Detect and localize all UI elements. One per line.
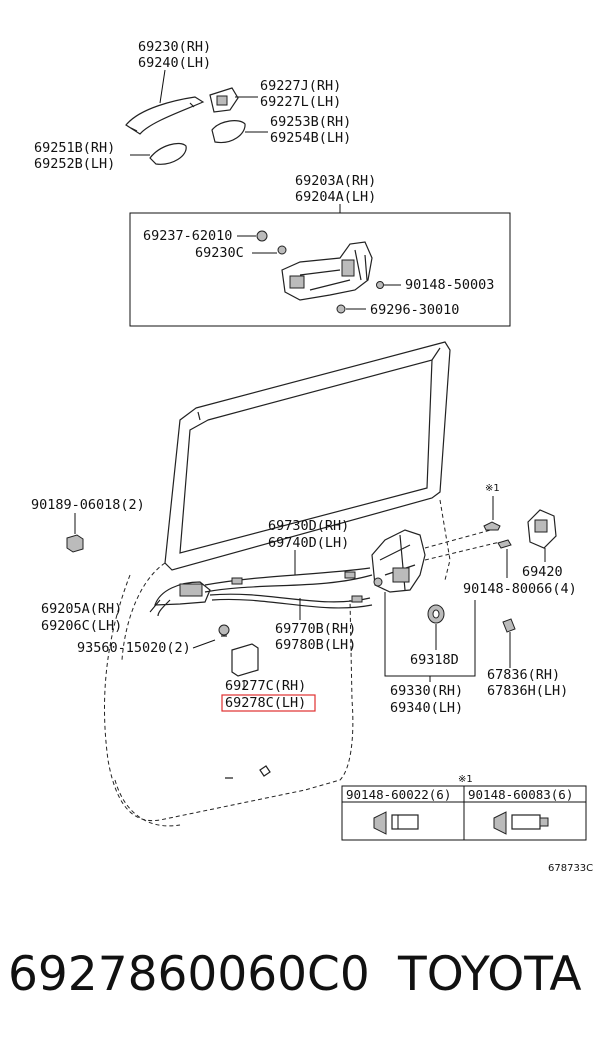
label-69780B: 69780B(LH)	[275, 637, 356, 653]
label-69318D: 69318D	[410, 652, 459, 668]
handle-pad-part	[211, 120, 246, 144]
label-69203A: 69203A(RH)	[295, 173, 376, 189]
screw-star1-part	[483, 521, 501, 531]
table-col1-header: 90148-60022(6)	[346, 787, 451, 802]
lock-control-group: 69203A(RH) 69204A(LH) 69237-62010 69230C…	[129, 173, 511, 327]
diagram-id: 678733C	[548, 863, 593, 874]
label-90148-80066: 90148-80066(4)	[463, 581, 577, 597]
highlight-box	[221, 694, 316, 712]
screw-90148-80066-part	[497, 539, 512, 549]
label-69240: 69240(LH)	[138, 55, 211, 71]
label-69251B: 69251B(RH)	[34, 140, 115, 156]
left-parts-group: 90189-06018(2) 69205A(RH) 69206C(LH) 935…	[31, 497, 316, 712]
label-69252B: 69252B(LH)	[34, 156, 115, 172]
label-69278C: 69278C(LH)	[225, 695, 306, 711]
label-69230: 69230(RH)	[138, 39, 211, 55]
label-69740D: 69740D(LH)	[268, 535, 349, 551]
fastener-table: ※1 90148-60022(6) 90148-60083(6)	[341, 774, 587, 841]
label-69420: 69420	[522, 564, 563, 580]
label-69227L: 69227L(LH)	[260, 94, 341, 110]
stopper-67836-part	[502, 618, 516, 633]
label-69230C: 69230C	[195, 245, 244, 261]
label-69204A: 69204A(LH)	[295, 189, 376, 205]
label-69277C: 69277C(RH)	[225, 678, 306, 694]
door-outline	[103, 341, 451, 827]
label-69340: 69340(LH)	[390, 700, 463, 716]
inside-handle-part	[154, 581, 211, 606]
screw-60083-icon	[493, 811, 549, 835]
label-69237: 69237-62010	[143, 228, 232, 244]
screw-60022-icon	[373, 811, 419, 835]
label-69730D: 69730D(RH)	[268, 518, 349, 534]
door-lock-part	[371, 529, 426, 593]
right-parts-group: ※1 69420 90148-80066(4) 69318D 67836(RH)…	[371, 483, 577, 716]
handle-pad-rear-part	[149, 142, 187, 165]
lock-control-box	[129, 212, 511, 327]
label-90148-50003: 90148-50003	[405, 277, 494, 293]
label-69206C: 69206C(LH)	[41, 618, 122, 634]
cable-69730-part	[204, 567, 371, 586]
cables-group: 69730D(RH) 69740D(LH) 69770B(RH) 69780B(…	[204, 518, 373, 653]
label-star1: ※1	[485, 483, 500, 494]
door-window-frame	[164, 341, 451, 571]
label-90189: 90189-06018(2)	[31, 497, 145, 513]
label-67836LH: 67836H(LH)	[487, 683, 568, 699]
part-number: 6927860060C0	[8, 947, 370, 1002]
label-69296: 69296-30010	[370, 302, 459, 318]
cable-69770-part	[209, 593, 371, 603]
handle-cover-part	[209, 87, 239, 113]
striker-69420-part	[527, 509, 557, 549]
brand-name: TOYOTA	[397, 947, 581, 1002]
label-69770B: 69770B(RH)	[275, 621, 356, 637]
table-col2-header: 90148-60083(6)	[468, 787, 573, 802]
outside-handle-group: 69230(RH) 69240(LH) 69227J(RH) 69227L(LH…	[34, 39, 351, 172]
clip-90189-part	[66, 534, 84, 553]
lock-control-part	[281, 241, 373, 301]
label-69254B: 69254B(LH)	[270, 130, 351, 146]
label-69205A: 69205A(RH)	[41, 601, 122, 617]
cover-69277-part	[231, 643, 259, 677]
label-69253B: 69253B(RH)	[270, 114, 351, 130]
label-93560: 93560-15020(2)	[77, 640, 191, 656]
table-star-label: ※1	[458, 774, 473, 785]
label-69330: 69330(RH)	[390, 683, 463, 699]
outside-handle-part	[125, 96, 205, 135]
label-67836RH: 67836(RH)	[487, 667, 560, 683]
screw-93560-part	[218, 624, 230, 636]
label-69227J: 69227J(RH)	[260, 78, 341, 94]
